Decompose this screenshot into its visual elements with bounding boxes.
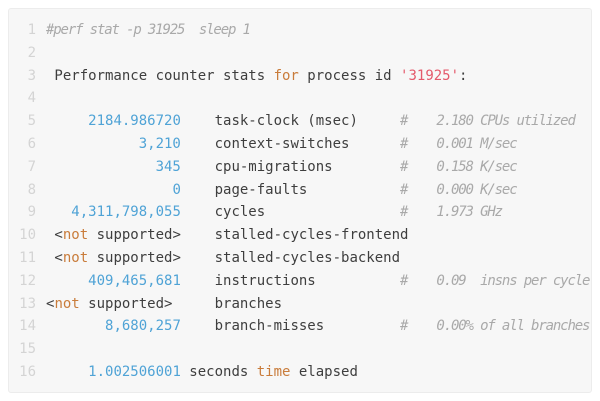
code-line-text: Performance counter stats for process id… [46,65,467,88]
code-block: 1 #perf stat -p 31925 sleep 1 2 3 Performan… [8,8,592,393]
code-token-pln: cpu-migrations [180,158,401,175]
code-token-kw: for [273,67,299,84]
line-number: 2 [27,44,36,61]
code-line-text: <not supported> stalled-cycles-frontend [46,224,408,247]
code-line-text: 345 cpu-migrations # 0.158 K/sec [46,156,518,179]
line-number: 14 [19,318,36,335]
code-token-kw: time [256,363,291,380]
code-token-num: 409,465,681 [88,272,181,289]
code-line: 10 <not supported> stalled-cycles-fronte… [16,224,591,247]
code-token-pln: page-faults [180,181,401,198]
line-number: 8 [27,181,36,198]
code-token-pln: elapsed [290,363,358,380]
code-line-text: <not supported> stalled-cycles-backend [46,247,400,270]
code-token-pln [46,364,88,380]
code-line: 7 345 cpu-migrations # 0.158 K/sec [16,156,591,179]
code-token-pln: Performance counter stats [46,67,274,84]
code-token-pln: cycles [180,204,401,221]
code-line: 13 <not supported> branches [16,293,591,316]
code-line-text: #perf stat -p 31925 sleep 1 [46,19,251,42]
code-line-text: 3,210 context-switches # 0.001 M/sec [46,133,518,156]
code-line: 3 Performance counter stats for process … [16,65,591,88]
line-number: 7 [27,158,36,175]
line-number: 5 [27,113,36,130]
code-line: 5 2184.986720 task-clock (msec) # 2.180 … [16,110,591,133]
code-token-num: 4,311,798,055 [71,204,181,221]
code-token-num: 0 [172,181,181,198]
code-token-com: # 1.973 GHz [400,204,503,221]
code-token-com: # 2.180 CPUs utilized [400,113,576,130]
code-token-pln: supported> branches [79,295,283,312]
code-token-pln: instructions [180,272,401,289]
code-line: 1 #perf stat -p 31925 sleep 1 [16,19,591,42]
line-number: 13 [19,295,36,312]
line-number: 6 [27,135,36,152]
code-line: 11 <not supported> stalled-cycles-backen… [16,247,591,270]
line-number: 12 [19,272,36,289]
code-line: 16 1.002506001 seconds time elapsed [16,361,591,384]
line-number: 11 [19,249,36,266]
code-line: 6 3,210 context-switches # 0.001 M/sec [16,133,591,156]
code-line-text: 2184.986720 task-clock (msec) # 2.180 CP… [46,110,576,133]
code-line-text: 1.002506001 seconds time elapsed [46,361,358,384]
code-token-com: # 0.00% of all branches [400,318,590,335]
code-line: 4 [16,87,591,110]
code-line: 14 8,680,257 branch-misses # 0.00% of al… [16,315,591,338]
code-token-pln: supported> stalled-cycles-frontend [88,227,409,244]
code-token-pln: seconds [180,363,257,380]
code-token-com: # 0.001 M/sec [400,135,518,152]
code-token-kw: not [54,295,80,312]
code-token-num: 3,210 [138,135,181,152]
line-number: 15 [19,341,36,358]
code-token-num: 345 [155,158,181,175]
code-token-com: # 0.158 K/sec [400,158,518,175]
code-token-pln: : [459,67,468,84]
code-line-text: 0 page-faults # 0.000 K/sec [46,179,517,202]
code-token-com: # 0.09 insns per cycle [400,272,590,289]
line-number: 9 [27,204,36,221]
code-line: 9 4,311,798,055 cycles # 1.973 GHz [16,201,591,224]
code-token-pln: branch-misses [180,318,401,335]
code-line: 12 409,465,681 instructions # 0.09 insns… [16,270,591,293]
code-token-pln: supported> stalled-cycles-backend [88,249,401,266]
code-line-text: 4,311,798,055 cycles # 1.973 GHz [46,201,503,224]
code-token-com: # 0.000 K/sec [400,181,518,198]
code-token-pln [46,273,88,289]
line-number: 1 [27,22,36,38]
code-line: 2 [16,42,591,65]
code-token-pln [46,182,172,198]
code-line-text: 409,465,681 instructions # 0.09 insns pe… [46,270,590,293]
code-token-pln: < [46,249,63,266]
code-token-pln [46,318,105,334]
code-line: 8 0 page-faults # 0.000 K/sec [16,179,591,202]
code-token-kw: not [62,227,89,244]
code-line: 15 [16,338,591,361]
code-token-kw: not [62,249,89,266]
code-token-pln [46,159,156,175]
code-token-pln [46,136,139,152]
code-lines-container: 1 #perf stat -p 31925 sleep 1 2 3 Performan… [16,19,591,384]
line-number: 4 [27,90,36,107]
code-token-pln: context-switches [180,135,401,152]
code-token-com: #perf stat -p 31925 sleep 1 [46,22,251,38]
code-token-str: '31925' [400,67,460,84]
line-number: 10 [19,227,36,244]
code-token-pln: task-clock (msec) [180,113,401,130]
code-token-pln: process id [298,67,401,84]
code-token-num: 1.002506001 [88,363,181,380]
code-token-num: 8,680,257 [105,318,181,335]
code-token-num: 2184.986720 [88,113,181,130]
code-token-pln: < [46,227,63,244]
code-token-pln [46,113,88,129]
code-line-text: 8,680,257 branch-misses # 0.00% of all b… [46,315,590,338]
line-number: 3 [27,67,36,84]
code-token-pln: < [46,295,55,312]
line-number: 16 [19,363,36,380]
code-line-text: <not supported> branches [46,293,282,316]
code-token-pln [46,204,71,220]
